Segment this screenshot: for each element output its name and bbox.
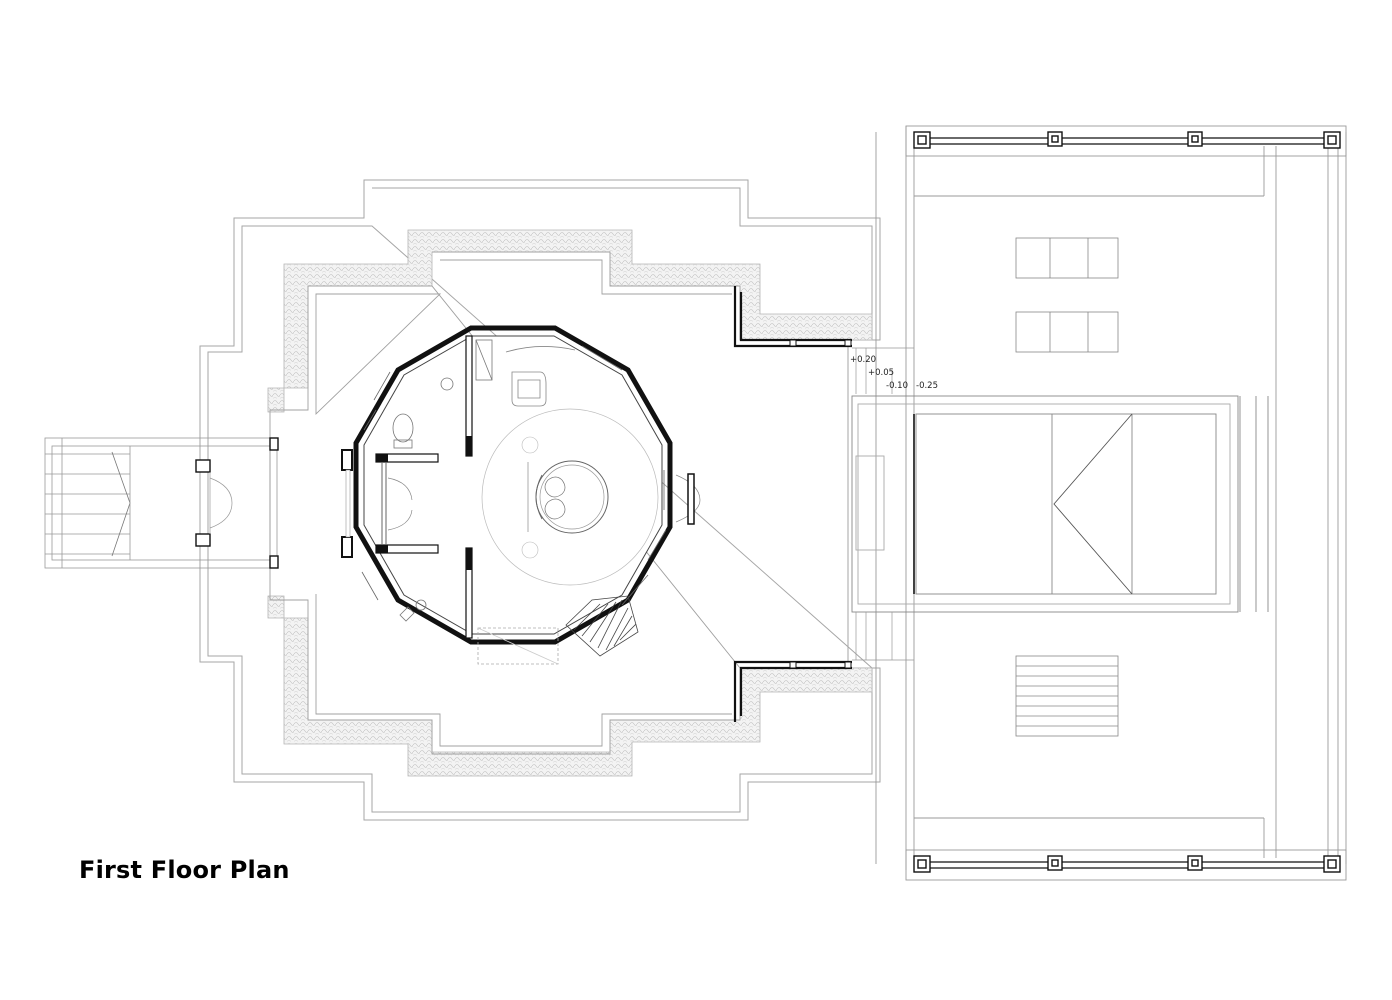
bathroom-fixtures [392, 339, 493, 622]
level-label-1: +0.20 [850, 355, 876, 365]
dodecagon-room [353, 325, 673, 645]
level-label-4: -0.25 [916, 381, 938, 391]
interior-partitions [375, 335, 473, 639]
right-door [675, 473, 701, 525]
armchair [505, 346, 576, 407]
entry-bridge [44, 437, 278, 569]
level-label-3: -0.10 [886, 381, 908, 391]
terrace-walls [733, 286, 852, 722]
sun-loungers [1015, 237, 1119, 353]
bridge-posts [195, 437, 279, 569]
terrace-steps [852, 347, 914, 661]
round-bed [481, 408, 659, 586]
roof-outline-outer [199, 179, 881, 821]
terrace-beams [920, 137, 1340, 869]
entrance-opening [341, 449, 353, 558]
level-label-2: +0.05 [868, 368, 894, 378]
deck-slats [1015, 655, 1119, 737]
pool [851, 395, 1269, 613]
bridge-door [209, 472, 233, 534]
terrace-columns [913, 131, 1341, 873]
page-title: First Floor Plan [79, 856, 290, 884]
level-markers: +0.20 +0.05 -0.10 -0.25 [850, 355, 938, 391]
terrace-outline [875, 125, 1347, 881]
stair-inner [477, 595, 639, 665]
